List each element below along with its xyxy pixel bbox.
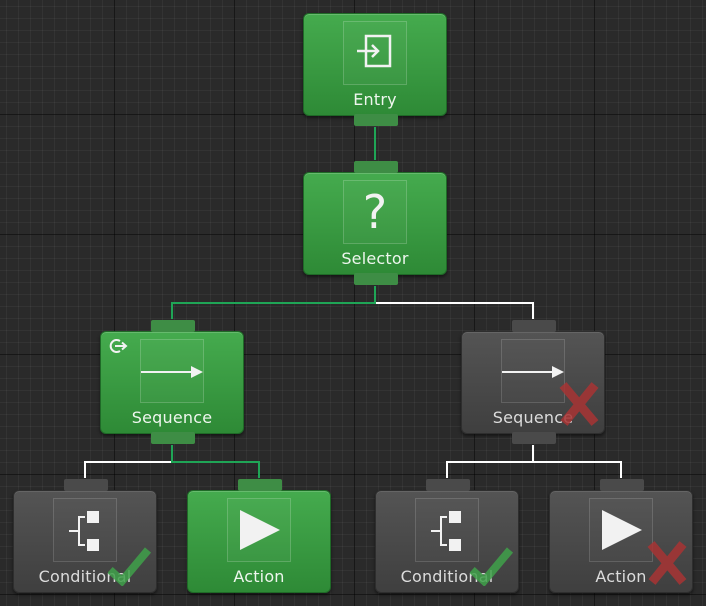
failure-cross-icon <box>558 379 600 431</box>
conditional-right-input-port[interactable] <box>426 479 470 491</box>
sequence-right-input-port[interactable] <box>512 320 556 332</box>
failure-cross-icon <box>646 538 688 590</box>
arrow-right-icon <box>501 339 565 403</box>
conditional-left-input-port[interactable] <box>64 479 108 491</box>
selector-node[interactable]: ? Selector <box>303 161 447 285</box>
entry-node[interactable]: Entry <box>303 13 447 126</box>
conditional-right-node[interactable]: Conditional <box>375 479 519 593</box>
entry-icon <box>343 21 407 85</box>
action-left-node[interactable]: Action <box>187 479 331 593</box>
sequence-left-input-port[interactable] <box>151 320 195 332</box>
sequence-right-label: Sequence <box>492 408 574 427</box>
sequence-right-node[interactable]: Sequence <box>461 320 605 444</box>
sequence-right-output-port[interactable] <box>512 432 556 444</box>
action-right-input-port[interactable] <box>600 479 644 491</box>
repeat-icon <box>107 337 129 359</box>
success-check-icon <box>469 546 514 590</box>
arrow-right-icon <box>140 339 204 403</box>
play-icon <box>589 498 653 562</box>
selector-output-port[interactable] <box>354 273 398 285</box>
action-left-label: Action <box>233 567 285 586</box>
conditional-right-label: Conditional <box>400 567 494 586</box>
conditional-left-node[interactable]: Conditional <box>13 479 157 593</box>
sequence-left-output-port[interactable] <box>151 432 195 444</box>
svg-text:?: ? <box>363 185 387 239</box>
conditional-icon <box>53 498 117 562</box>
success-check-icon <box>107 546 152 590</box>
question-icon: ? <box>343 180 407 244</box>
selector-label: Selector <box>341 249 409 268</box>
selector-input-port[interactable] <box>354 161 398 173</box>
action-right-node[interactable]: Action <box>549 479 693 593</box>
sequence-left-label: Sequence <box>131 408 213 427</box>
conditional-icon <box>415 498 479 562</box>
play-icon <box>227 498 291 562</box>
wire-sequence-left-to-conditional-left <box>84 445 173 478</box>
conditional-left-label: Conditional <box>38 567 132 586</box>
wire-selector-to-sequence-right <box>374 286 534 319</box>
wire-sequence-left-to-action-left <box>171 445 260 478</box>
entry-label: Entry <box>353 90 397 109</box>
wire-sequence-right-to-conditional-right <box>446 445 534 478</box>
action-right-label: Action <box>595 567 647 586</box>
wire-sequence-right-to-action-right <box>532 445 622 478</box>
wire-selector-to-sequence-left <box>171 286 376 319</box>
sequence-left-node[interactable]: Sequence <box>100 320 244 444</box>
entry-output-port[interactable] <box>354 114 398 126</box>
action-left-input-port[interactable] <box>238 479 282 491</box>
